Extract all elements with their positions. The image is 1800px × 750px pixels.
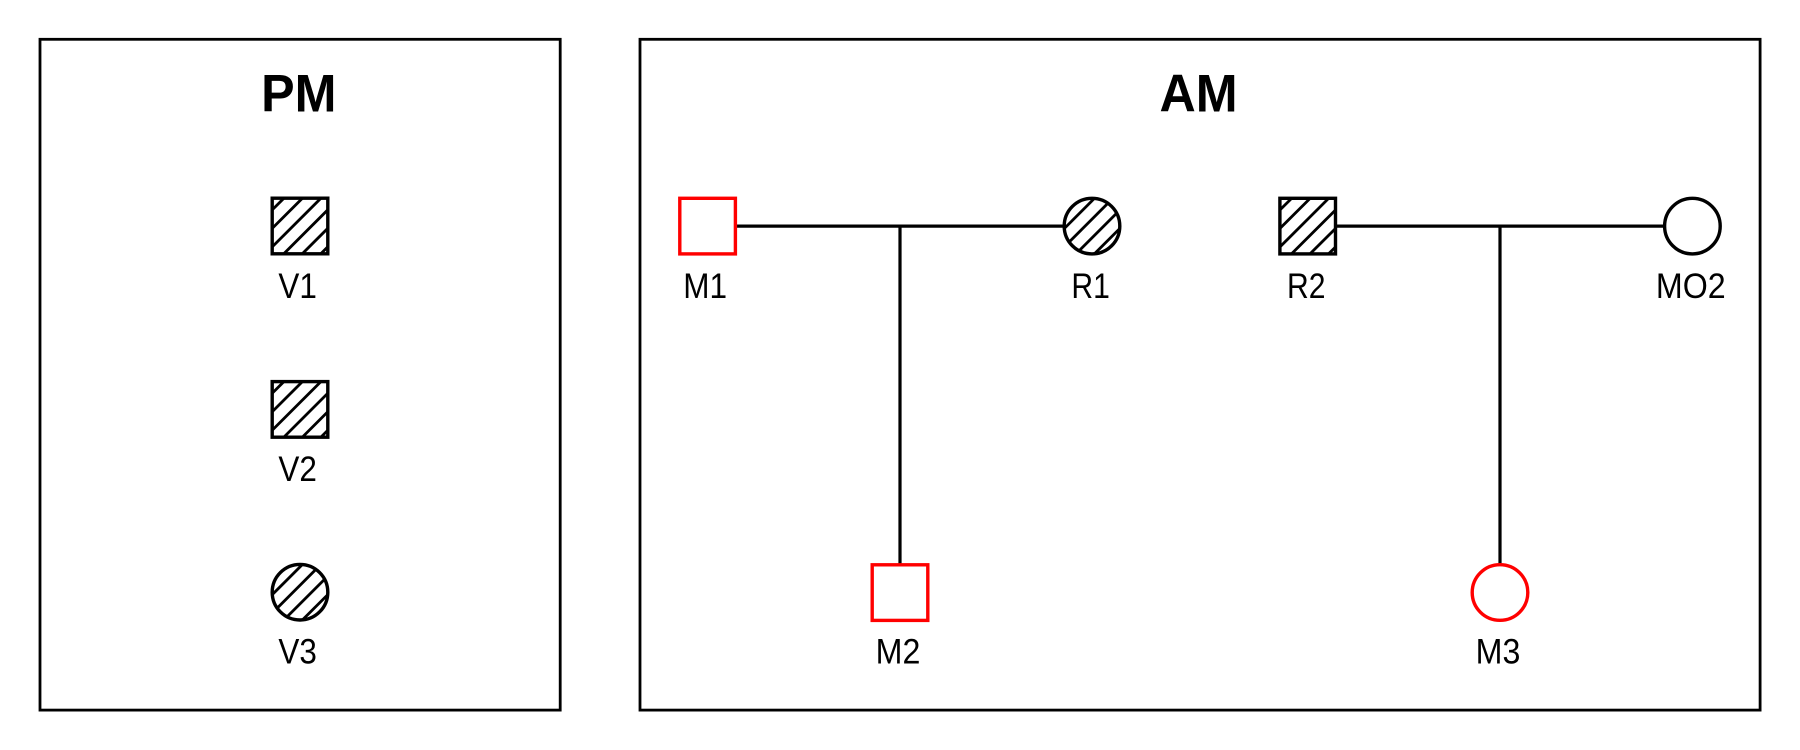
svg-text:MO2: MO2 [1656, 267, 1726, 306]
svg-text:V2: V2 [278, 450, 317, 489]
svg-text:M2: M2 [876, 633, 921, 672]
svg-text:V1: V1 [278, 267, 317, 306]
svg-text:V3: V3 [278, 633, 317, 672]
svg-text:R1: R1 [1071, 267, 1110, 306]
svg-text:M1: M1 [683, 267, 727, 306]
svg-text:M3: M3 [1476, 633, 1521, 672]
svg-text:PM: PM [261, 65, 336, 124]
svg-text:AM: AM [1159, 65, 1237, 124]
svg-text:R2: R2 [1287, 267, 1326, 306]
